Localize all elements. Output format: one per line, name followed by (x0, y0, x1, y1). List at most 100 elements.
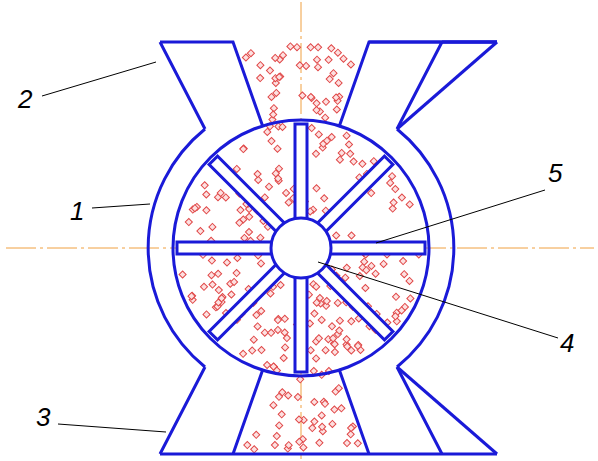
particle (189, 292, 196, 299)
particle (258, 307, 265, 314)
particle (197, 228, 204, 235)
particle (203, 207, 210, 214)
particle (333, 106, 340, 113)
particle (273, 433, 280, 440)
particle (244, 442, 251, 449)
particle (242, 54, 249, 61)
outlet-bottom (160, 453, 497, 456)
particle (359, 160, 366, 167)
particle (200, 283, 207, 290)
particle (270, 105, 277, 112)
particle (343, 440, 350, 447)
particle (215, 299, 222, 306)
particle (350, 158, 357, 165)
particle (233, 270, 240, 277)
particle (270, 111, 277, 118)
particle (318, 316, 325, 323)
particle (389, 205, 396, 212)
particle (179, 271, 186, 278)
particle (303, 62, 310, 69)
particle (279, 52, 286, 59)
particle (328, 323, 335, 330)
particle (241, 234, 248, 241)
inlet-hopper-left (160, 42, 263, 129)
callout-number: 5 (548, 160, 562, 186)
particle (406, 277, 413, 284)
particle (245, 228, 252, 235)
particle (321, 400, 328, 407)
particle (228, 291, 235, 298)
particle (209, 223, 216, 230)
particle (223, 259, 230, 266)
particle (336, 317, 343, 324)
particle (338, 149, 345, 156)
outlet-hopper-left (160, 367, 263, 454)
particle (191, 205, 198, 212)
particle (336, 327, 343, 334)
particle (268, 138, 275, 145)
particle (330, 335, 337, 342)
particle (315, 131, 322, 138)
particle (295, 416, 302, 423)
particle (372, 270, 379, 277)
particle (276, 73, 283, 80)
particle (311, 418, 318, 425)
particle (387, 179, 394, 186)
particle (237, 207, 244, 214)
particle (380, 260, 387, 267)
particle (274, 317, 281, 324)
particle (313, 100, 320, 107)
particle (293, 44, 300, 51)
particle (368, 262, 375, 269)
particle (277, 281, 284, 288)
particle (354, 342, 361, 349)
particle (336, 156, 343, 163)
particle (249, 347, 256, 354)
particle (348, 424, 355, 431)
particle (321, 195, 328, 202)
particle (333, 232, 340, 239)
particle (348, 232, 355, 239)
callout-number: 1 (70, 198, 84, 224)
particle (400, 258, 407, 265)
particle (348, 318, 355, 325)
particle (275, 393, 282, 400)
particle (281, 315, 288, 322)
particle (283, 189, 290, 196)
particle (314, 64, 321, 71)
particle (185, 219, 192, 226)
particle (319, 423, 326, 430)
particle (318, 412, 325, 419)
particle (296, 438, 303, 445)
particle (222, 194, 229, 201)
particle (231, 278, 238, 285)
particle (215, 287, 222, 294)
particle (271, 442, 278, 449)
particle (323, 137, 330, 144)
particle (322, 98, 329, 105)
particle (209, 281, 216, 288)
particle (315, 335, 322, 342)
particle (392, 186, 399, 193)
particle (390, 199, 397, 206)
particle (236, 219, 243, 226)
particle (307, 93, 314, 100)
particle (246, 213, 253, 220)
particle (333, 94, 340, 101)
particle (334, 49, 341, 56)
particle (274, 326, 281, 333)
feeder-outline (148, 42, 497, 454)
particle (398, 194, 405, 201)
particle (398, 307, 405, 314)
particle (265, 183, 272, 190)
particle (406, 201, 413, 208)
particle (308, 125, 315, 132)
particle (188, 293, 195, 300)
particle (335, 385, 342, 392)
inlet-hopper-right-outer (397, 42, 497, 129)
inlet-hopper-right (339, 42, 442, 129)
particle (392, 313, 399, 320)
particle (257, 75, 264, 82)
callout-number: 2 (18, 86, 32, 112)
